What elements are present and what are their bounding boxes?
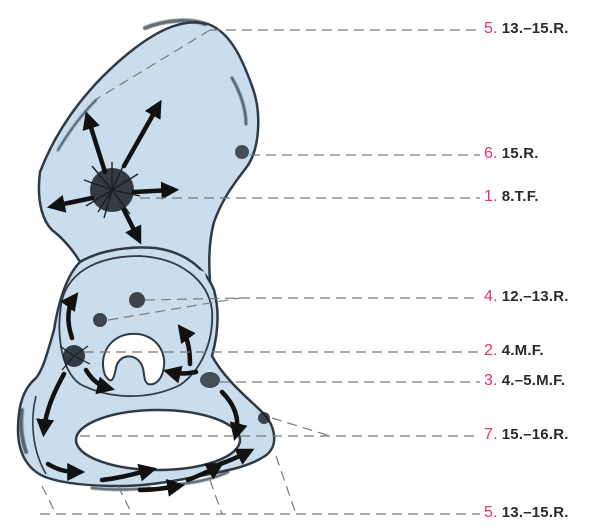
label-4: 4.12.–13.R. — [484, 288, 569, 306]
label-7: 7.15.–16.R. — [484, 426, 569, 444]
label-6: 6.15.R. — [484, 145, 539, 163]
obturator-foramen — [76, 410, 240, 470]
label-3: 3.4.–5.M.F. — [484, 372, 565, 390]
ossification-centre-7 — [258, 412, 270, 424]
label-5-bottom: 5.13.–15.R. — [484, 504, 569, 522]
label-2: 2.4.M.F. — [484, 342, 544, 360]
ossification-centre-6 — [235, 145, 249, 159]
label-5-top: 5.13.–15.R. — [484, 20, 569, 38]
ossification-centre-4b — [93, 313, 107, 327]
ossification-centre-3 — [200, 372, 220, 388]
ossification-centre-4a — [129, 292, 145, 308]
label-1: 1.8.T.F. — [484, 188, 539, 206]
